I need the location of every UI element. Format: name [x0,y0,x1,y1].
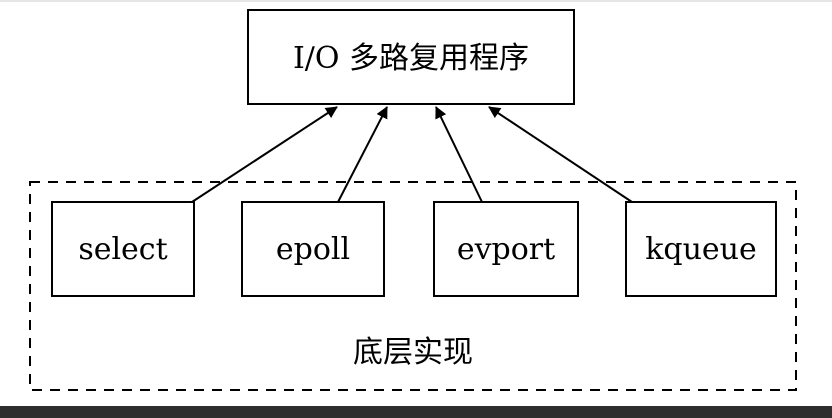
bottom-border [0,406,832,418]
edge-epoll-to-multiplexer [337,106,388,203]
io-multiplexer-label: I/O 多路复用程序 [293,41,529,76]
top-border [0,0,832,2]
edge-evport-to-multiplexer [435,106,483,203]
epoll-node [241,201,385,297]
edge-select-to-multiplexer [191,106,338,203]
select-label: select [78,232,167,267]
edge-kqueue-to-multiplexer [488,106,633,203]
io-multiplexer-node [247,9,575,105]
implementation-cluster-box [29,181,797,391]
select-node [51,201,195,297]
epoll-label: epoll [276,232,350,267]
evport-label: evport [457,232,555,267]
kqueue-label: kqueue [645,232,757,267]
kqueue-node [625,201,777,297]
evport-node [433,201,579,297]
cluster-label: 底层实现 [353,335,473,370]
